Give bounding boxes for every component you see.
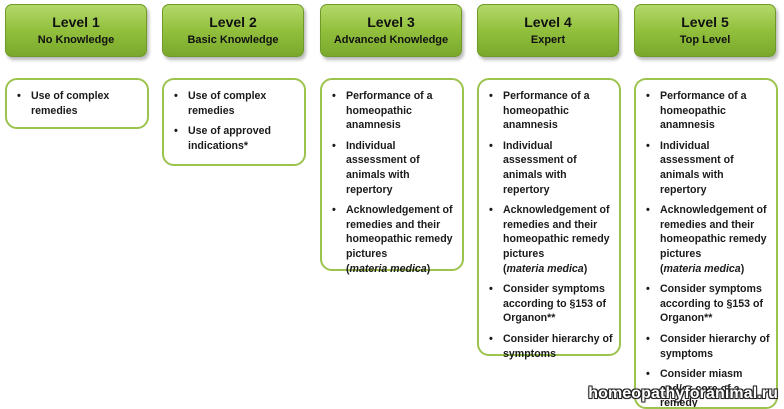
- list-item: Use of approved indications*: [172, 124, 298, 153]
- level-5-title: Level 5: [681, 14, 729, 30]
- level-1-list: Use of complex remedies: [15, 89, 141, 118]
- list-item: Performance of a homeopathic anamnesis: [487, 89, 613, 133]
- list-item: Use of complex remedies: [15, 89, 141, 118]
- list-item-text: Acknowledgement of remedies and their ho…: [346, 204, 453, 260]
- list-item: Acknowledgement of remedies and their ho…: [644, 203, 770, 276]
- level-4-box: Performance of a homeopathic anamnesis I…: [477, 78, 621, 360]
- list-item: Use of complex remedies: [172, 89, 298, 118]
- level-1-subtitle: No Knowledge: [37, 34, 115, 46]
- list-item: Acknowledgement of remedies and their ho…: [487, 203, 613, 276]
- list-item: Individual assessment of animals with re…: [487, 139, 613, 197]
- level-3-title: Level 3: [367, 14, 415, 30]
- level-1-title: Level 1: [52, 14, 100, 30]
- list-item-text: Acknowledgement of remedies and their ho…: [503, 204, 610, 260]
- materia-medica-text: materia medica: [506, 262, 584, 275]
- level-4-header: Level 4 Expert: [477, 4, 619, 57]
- level-3-box: Performance of a homeopathic anamnesis I…: [320, 78, 464, 275]
- level-2-box: Use of complex remedies Use of approved …: [162, 78, 306, 166]
- list-item: Performance of a homeopathic anamnesis: [330, 89, 456, 133]
- list-item: Consider hierarchy of symptoms: [644, 332, 770, 361]
- level-3-subtitle: Advanced Knowledge: [333, 34, 449, 46]
- materia-medica-text: materia medica: [349, 262, 427, 275]
- level-5-box: Performance of a homeopathic anamnesis I…: [634, 78, 778, 409]
- list-item: Consider miasm and/or core of a remedy: [644, 367, 770, 407]
- level-3-header: Level 3 Advanced Knowledge: [320, 4, 462, 57]
- level-1-header: Level 1 No Knowledge: [5, 4, 147, 57]
- level-1-box: Use of complex remedies: [5, 78, 149, 129]
- level-4-title: Level 4: [524, 14, 572, 30]
- level-4-subtitle: Expert: [530, 34, 566, 46]
- level-5-header: Level 5 Top Level: [634, 4, 776, 57]
- level-3-list: Performance of a homeopathic anamnesis I…: [330, 89, 456, 276]
- level-2-title: Level 2: [209, 14, 257, 30]
- list-item: Individual assessment of animals with re…: [330, 139, 456, 197]
- list-item: Performance of a homeopathic anamnesis: [644, 89, 770, 133]
- list-item: Acknowledgement of remedies and their ho…: [330, 203, 456, 276]
- list-item: Consider hierarchy of symptoms: [487, 332, 613, 361]
- level-2-subtitle: Basic Knowledge: [187, 34, 279, 46]
- materia-medica-text: materia medica: [663, 262, 741, 275]
- level-4-list: Performance of a homeopathic anamnesis I…: [487, 89, 613, 361]
- list-item: Consider symptoms according to §153 of O…: [487, 282, 613, 326]
- watermark-text: homeopathyforanimal.ru: [588, 385, 778, 402]
- level-5-list: Performance of a homeopathic anamnesis I…: [644, 89, 770, 407]
- level-5-subtitle: Top Level: [679, 34, 731, 46]
- list-item: Individual assessment of animals with re…: [644, 139, 770, 197]
- list-item: Consider symptoms according to §153 of O…: [644, 282, 770, 326]
- list-item-text: Acknowledgement of remedies and their ho…: [660, 204, 767, 260]
- level-2-header: Level 2 Basic Knowledge: [162, 4, 304, 57]
- level-2-list: Use of complex remedies Use of approved …: [172, 89, 298, 153]
